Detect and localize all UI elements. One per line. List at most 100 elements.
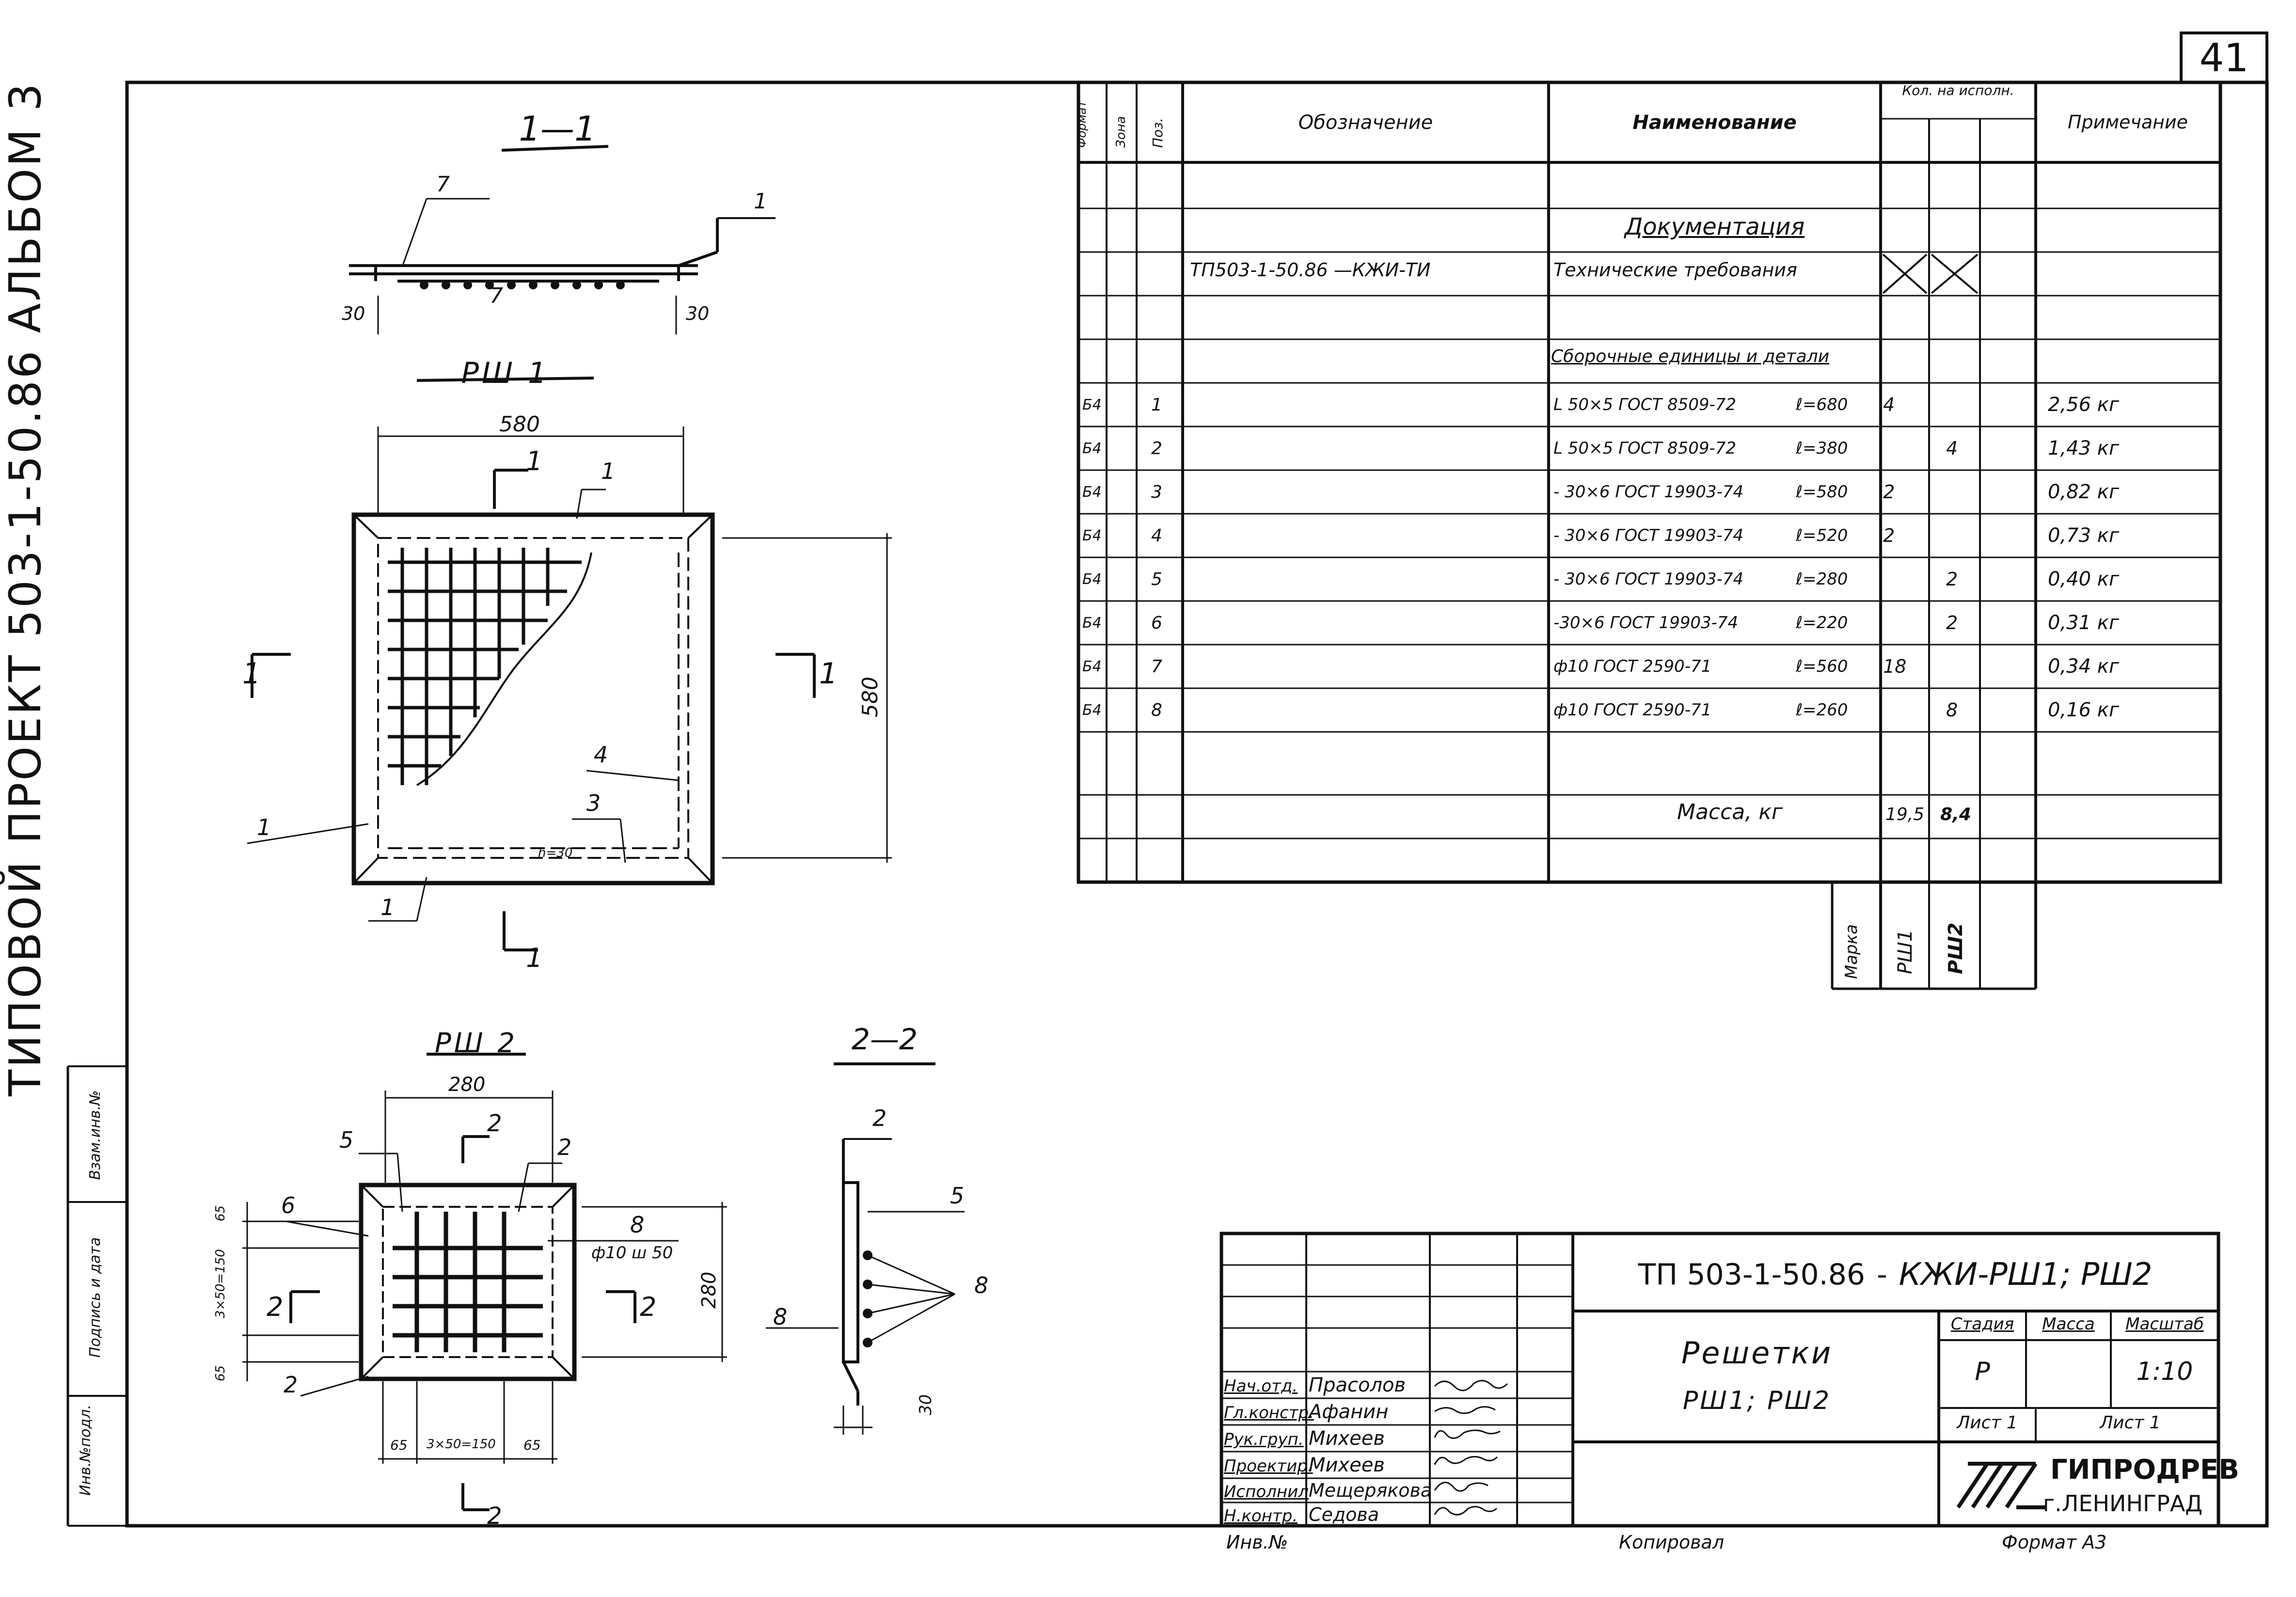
item-length: ℓ=680 — [1796, 395, 1848, 414]
title-org-name: ГИПРОДРЕВ — [2050, 1454, 2239, 1486]
item-format: Б4 — [1082, 658, 1102, 675]
rsh1-callout-1-top: 1 — [601, 458, 616, 484]
item-pos: 6 — [1151, 613, 1162, 633]
rsh1-cut-bottom: 1 — [526, 943, 543, 973]
title-mass-label: Масса — [2042, 1314, 2095, 1334]
item-length: ℓ=560 — [1796, 657, 1848, 676]
item-length: ℓ=380 — [1796, 439, 1848, 458]
title-block-grid — [1219, 1232, 2220, 1528]
item-name: - 30×6 ГОСТ 19903-74 — [1553, 482, 1743, 502]
rsh2-width-dim: 280 — [448, 1074, 486, 1096]
section-1-1-drawing — [349, 145, 776, 334]
rsh2-callout-6: 6 — [281, 1192, 296, 1218]
side-stamp-sign: Подпись и дата — [87, 1237, 104, 1358]
rsh1-weld-note: h=30 — [538, 846, 573, 860]
side-stamp-inv: Инв.№подл. — [77, 1405, 94, 1496]
section-1-1-rebars — [420, 281, 625, 289]
spec-mass-q2: 8,4 — [1940, 805, 1971, 824]
table-row: Б4 7 ф10 ГОСТ 2590-71 ℓ=560 18 0,34 кг — [1078, 645, 2220, 688]
spec-header-name: Наименование — [1632, 111, 1797, 134]
item-pos: 8 — [1151, 700, 1162, 720]
item-name: ф10 ГОСТ 2590-71 — [1553, 700, 1712, 720]
section-1-1-dim-left: 30 — [342, 303, 365, 324]
staff-name: Михеев — [1309, 1454, 1385, 1476]
section-1-1-callout-7a: 7 — [436, 172, 450, 197]
spec-mass-q1: 19,5 — [1885, 805, 1925, 824]
item-qty1 — [1883, 557, 1927, 601]
title-sheet-label: Лист 1 — [1957, 1413, 2018, 1433]
rsh2-callout-5: 5 — [339, 1127, 354, 1153]
staff-name: Мещерякова — [1309, 1480, 1432, 1501]
item-length: ℓ=220 — [1796, 613, 1848, 632]
item-format: Б4 — [1082, 701, 1102, 719]
staff-role: Гл.констр. — [1224, 1403, 1314, 1423]
item-pos: 7 — [1151, 656, 1162, 677]
item-name: - 30×6 ГОСТ 19903-74 — [1553, 569, 1743, 589]
signatures — [1434, 1380, 1508, 1516]
staff-role: Рук.груп. — [1224, 1430, 1304, 1449]
item-pos: 1 — [1151, 395, 1162, 415]
section-1-1-callout-7b: 7 — [490, 284, 503, 308]
spec-header-designation: Обозначение — [1298, 111, 1433, 134]
staff-role: Н.контр. — [1224, 1506, 1298, 1526]
spec-mark-label: Марка — [1842, 924, 1861, 979]
item-note: 1,43 кг — [2048, 437, 2119, 459]
item-name: - 30×6 ГОСТ 19903-74 — [1553, 526, 1743, 545]
item-name: -30×6 ГОСТ 19903-74 — [1553, 613, 1739, 632]
section-2-2-dim: 30 — [916, 1394, 935, 1415]
item-note: 0,31 кг — [2048, 612, 2119, 634]
spec-mass-label: Масса, кг — [1677, 800, 1783, 824]
title-sheets-label: Лист 1 — [2100, 1413, 2161, 1433]
rsh2-dim-bottom-left: 65 — [390, 1437, 408, 1453]
rsh2-drawing — [242, 1053, 727, 1511]
gipodrev-logo-mark — [1956, 1462, 2045, 1509]
spec-header-note: Примечание — [2067, 111, 2188, 133]
title-code-main: ТП 503-1-50.86 — [1638, 1258, 1866, 1292]
rsh2-title: РШ 2 — [434, 1028, 518, 1059]
spec-assembly-section-title: Сборочные единицы и детали — [1551, 347, 1830, 366]
rsh2-cut-right: 2 — [640, 1292, 657, 1322]
rsh1-height-dim: 580 — [858, 677, 883, 717]
table-row: Б4 1 L 50×5 ГОСТ 8509-72 ℓ=680 4 2,56 кг — [1078, 383, 2220, 427]
item-length: ℓ=580 — [1796, 482, 1848, 502]
footer-format: Формат А3 — [2002, 1532, 2107, 1553]
table-row: Б4 6 -30×6 ГОСТ 19903-74 ℓ=220 2 0,31 кг — [1078, 601, 2220, 645]
item-format: Б4 — [1082, 570, 1102, 588]
item-format: Б4 — [1082, 614, 1102, 632]
side-stamp-replace: Взам.инв.№ — [87, 1090, 104, 1180]
spec-mark-q1: РШ1 — [1894, 929, 1916, 974]
rsh1-callout-1-bottom: 1 — [380, 894, 395, 920]
item-name: ф10 ГОСТ 2590-71 — [1553, 657, 1712, 676]
spec-items: Б4 1 L 50×5 ГОСТ 8509-72 ℓ=680 4 2,56 кг… — [1078, 383, 2220, 732]
section-2-2-callout-5: 5 — [950, 1183, 965, 1209]
rsh1-title: РШ 1 — [461, 356, 550, 390]
spec-header-pos: Поз. — [1150, 118, 1166, 148]
spec-doc-name: Технические требования — [1553, 259, 1797, 281]
section-2-2-callout-8-left: 8 — [773, 1304, 788, 1330]
staff-name: Прасолов — [1309, 1374, 1406, 1396]
section-1-1-callout-1: 1 — [754, 189, 767, 214]
sheet-number: 41 — [2199, 35, 2249, 80]
rsh1-callout-1-left: 1 — [257, 814, 271, 840]
rsh2-rebar-note: ф10 ш 50 — [591, 1243, 673, 1263]
item-qty2: 4 — [1946, 438, 1958, 459]
footer-copied: Копировал — [1619, 1532, 1725, 1553]
title-code-dash: - — [1877, 1258, 1887, 1292]
item-length: ℓ=520 — [1796, 526, 1848, 545]
side-title: ТИПОВОЙ ПРОЕКТ 503-1-50.86 АЛЬБОМ 3 — [0, 81, 51, 1096]
rsh2-cut-left: 2 — [267, 1292, 284, 1322]
staff-role: Исполнил — [1224, 1482, 1309, 1502]
title-scale-label: Масштаб — [2125, 1314, 2204, 1334]
item-name: L 50×5 ГОСТ 8509-72 — [1553, 395, 1737, 414]
rsh1-cut-left: 1 — [242, 657, 261, 691]
rsh2-dim-bottom-mid: 3×50=150 — [427, 1437, 496, 1452]
table-row: Б4 3 - 30×6 ГОСТ 19903-74 ℓ=580 2 0,82 к… — [1078, 470, 2220, 514]
item-format: Б4 — [1082, 440, 1102, 457]
item-qty1: 2 — [1883, 525, 1895, 546]
spec-doc-designation: ТП503-1-50.86 —КЖИ-ТИ — [1190, 259, 1431, 281]
title-scale-value: 1:10 — [2136, 1357, 2193, 1386]
item-qty2 — [1946, 383, 1975, 427]
rsh1-cut-top: 1 — [526, 446, 543, 476]
rsh2-cut-top: 2 — [487, 1110, 502, 1137]
item-name: L 50×5 ГОСТ 8509-72 — [1553, 439, 1737, 458]
